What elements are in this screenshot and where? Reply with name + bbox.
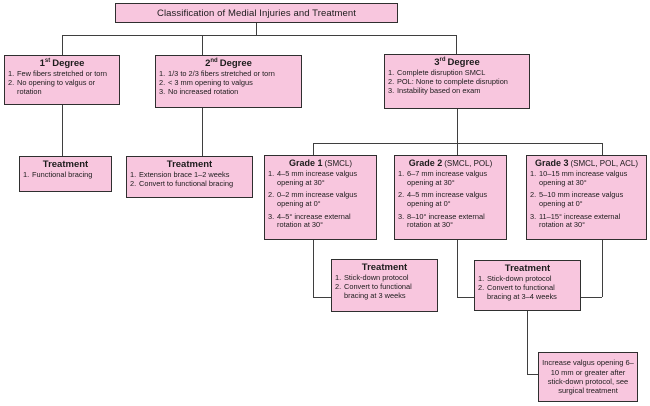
list-item: 3.8–10° increase external rotation at 30… bbox=[398, 211, 485, 230]
connector-top-horizontal bbox=[62, 35, 457, 36]
list-item: 2.No opening to valgus or rotation bbox=[8, 78, 96, 96]
list-item: 3.4–5° increase external rotation at 30° bbox=[268, 211, 351, 230]
list-item: 1.Extension brace 1–2 weeks bbox=[130, 170, 230, 180]
list-item: 1.Stick-down protocol bbox=[478, 274, 552, 284]
list-item: 2.POL: None to complete disruption bbox=[388, 77, 508, 87]
connector-degree2-treatment bbox=[202, 108, 203, 156]
surgical-note-text: Increase valgus opening 6–10 mm or great… bbox=[542, 358, 634, 396]
connector-grade2-down bbox=[457, 240, 458, 297]
connector-grade2-elbow bbox=[457, 297, 474, 298]
list-item: 1.Few fibers stretched or torn bbox=[8, 69, 107, 79]
connector-drop-degree2 bbox=[202, 35, 203, 55]
box-grade-2: Grade 2(SMCL, POL) 1.6–7 mm increase val… bbox=[394, 155, 507, 240]
box-treatment-first-degree: Treatment 1.Functional bracing bbox=[19, 156, 112, 192]
connector-grade3-elbow bbox=[581, 297, 602, 298]
list-item: 1.Stick-down protocol bbox=[335, 273, 409, 283]
title-box: Classification of Medial Injuries and Tr… bbox=[115, 3, 398, 23]
list-item: 2.Convert to functional bracing bbox=[130, 179, 234, 189]
list-item: 3.Instability based on exam bbox=[388, 85, 481, 95]
connector-grade1-down bbox=[313, 240, 314, 297]
page-title: Classification of Medial Injuries and Tr… bbox=[156, 7, 356, 19]
connector-grade1-elbow bbox=[313, 297, 331, 298]
list-item: 2.Convert to functional bracing at 3–4 w… bbox=[478, 283, 557, 301]
box-treatment-grade-2-3: Treatment 1.Stick-down protocol 2.Conver… bbox=[474, 260, 581, 311]
list-item: 2.< 3 mm opening to valgus bbox=[159, 78, 253, 88]
box-grade-3: Grade 3(SMCL, POL, ACL) 1.10–15 mm incre… bbox=[526, 155, 647, 240]
box-treatment-grade-1: Treatment 1.Stick-down protocol 2.Conver… bbox=[331, 259, 438, 312]
list-item: 2.0–2 mm increase valgus opening at 0° bbox=[268, 190, 358, 208]
grade-3-heading: Grade 3(SMCL, POL, ACL) bbox=[534, 158, 639, 168]
connector-drop-grade1 bbox=[313, 143, 314, 155]
list-item: 1.Complete disruption SMCL bbox=[388, 68, 486, 78]
list-item: 1.6–7 mm increase valgus opening at 30° bbox=[398, 168, 488, 187]
grade-1-heading: Grade 1(SMCL) bbox=[288, 158, 353, 168]
connector-treatment23-down bbox=[527, 311, 528, 374]
connector-title-down bbox=[256, 23, 257, 35]
connector-grades-horizontal bbox=[313, 143, 603, 144]
treatment-heading: Treatment bbox=[42, 159, 89, 170]
treatment-heading: Treatment bbox=[504, 263, 551, 274]
list-item: 2.Convert to functional bracing at 3 wee… bbox=[335, 282, 412, 300]
list-item: 2.4–5 mm increase valgus opening at 0° bbox=[398, 190, 488, 208]
connector-grade3-down bbox=[602, 240, 603, 297]
connector-degree1-treatment bbox=[62, 105, 63, 156]
treatment-heading: Treatment bbox=[361, 262, 408, 273]
treatment-heading: Treatment bbox=[166, 159, 213, 170]
connector-drop-degree1 bbox=[62, 35, 63, 55]
box-treatment-second-degree: Treatment 1.Extension brace 1–2 weeks 2.… bbox=[126, 156, 253, 198]
grade-2-heading: Grade 2(SMCL, POL) bbox=[408, 158, 493, 168]
list-item: 1.Functional bracing bbox=[23, 170, 93, 180]
list-item: 1.1/3 to 2/3 fibers stretched or torn bbox=[159, 69, 275, 79]
list-item: 2.5–10 mm increase valgus opening at 0° bbox=[530, 190, 624, 208]
connector-degree3-down bbox=[457, 109, 458, 155]
list-item: 1.10–15 mm increase valgus opening at 30… bbox=[530, 168, 628, 187]
list-item: 3.No increased rotation bbox=[159, 86, 239, 96]
box-grade-1: Grade 1(SMCL) 1.4–5 mm increase valgus o… bbox=[264, 155, 377, 240]
connector-treatment23-elbow bbox=[527, 374, 538, 375]
list-item: 3.11–15° increase external rotation at 3… bbox=[530, 211, 621, 230]
box-surgical-note: Increase valgus opening 6–10 mm or great… bbox=[538, 352, 638, 402]
list-item: 1.4–5 mm increase valgus opening at 30° bbox=[268, 168, 358, 187]
connector-drop-grade3 bbox=[602, 143, 603, 155]
connector-drop-degree3 bbox=[456, 35, 457, 54]
